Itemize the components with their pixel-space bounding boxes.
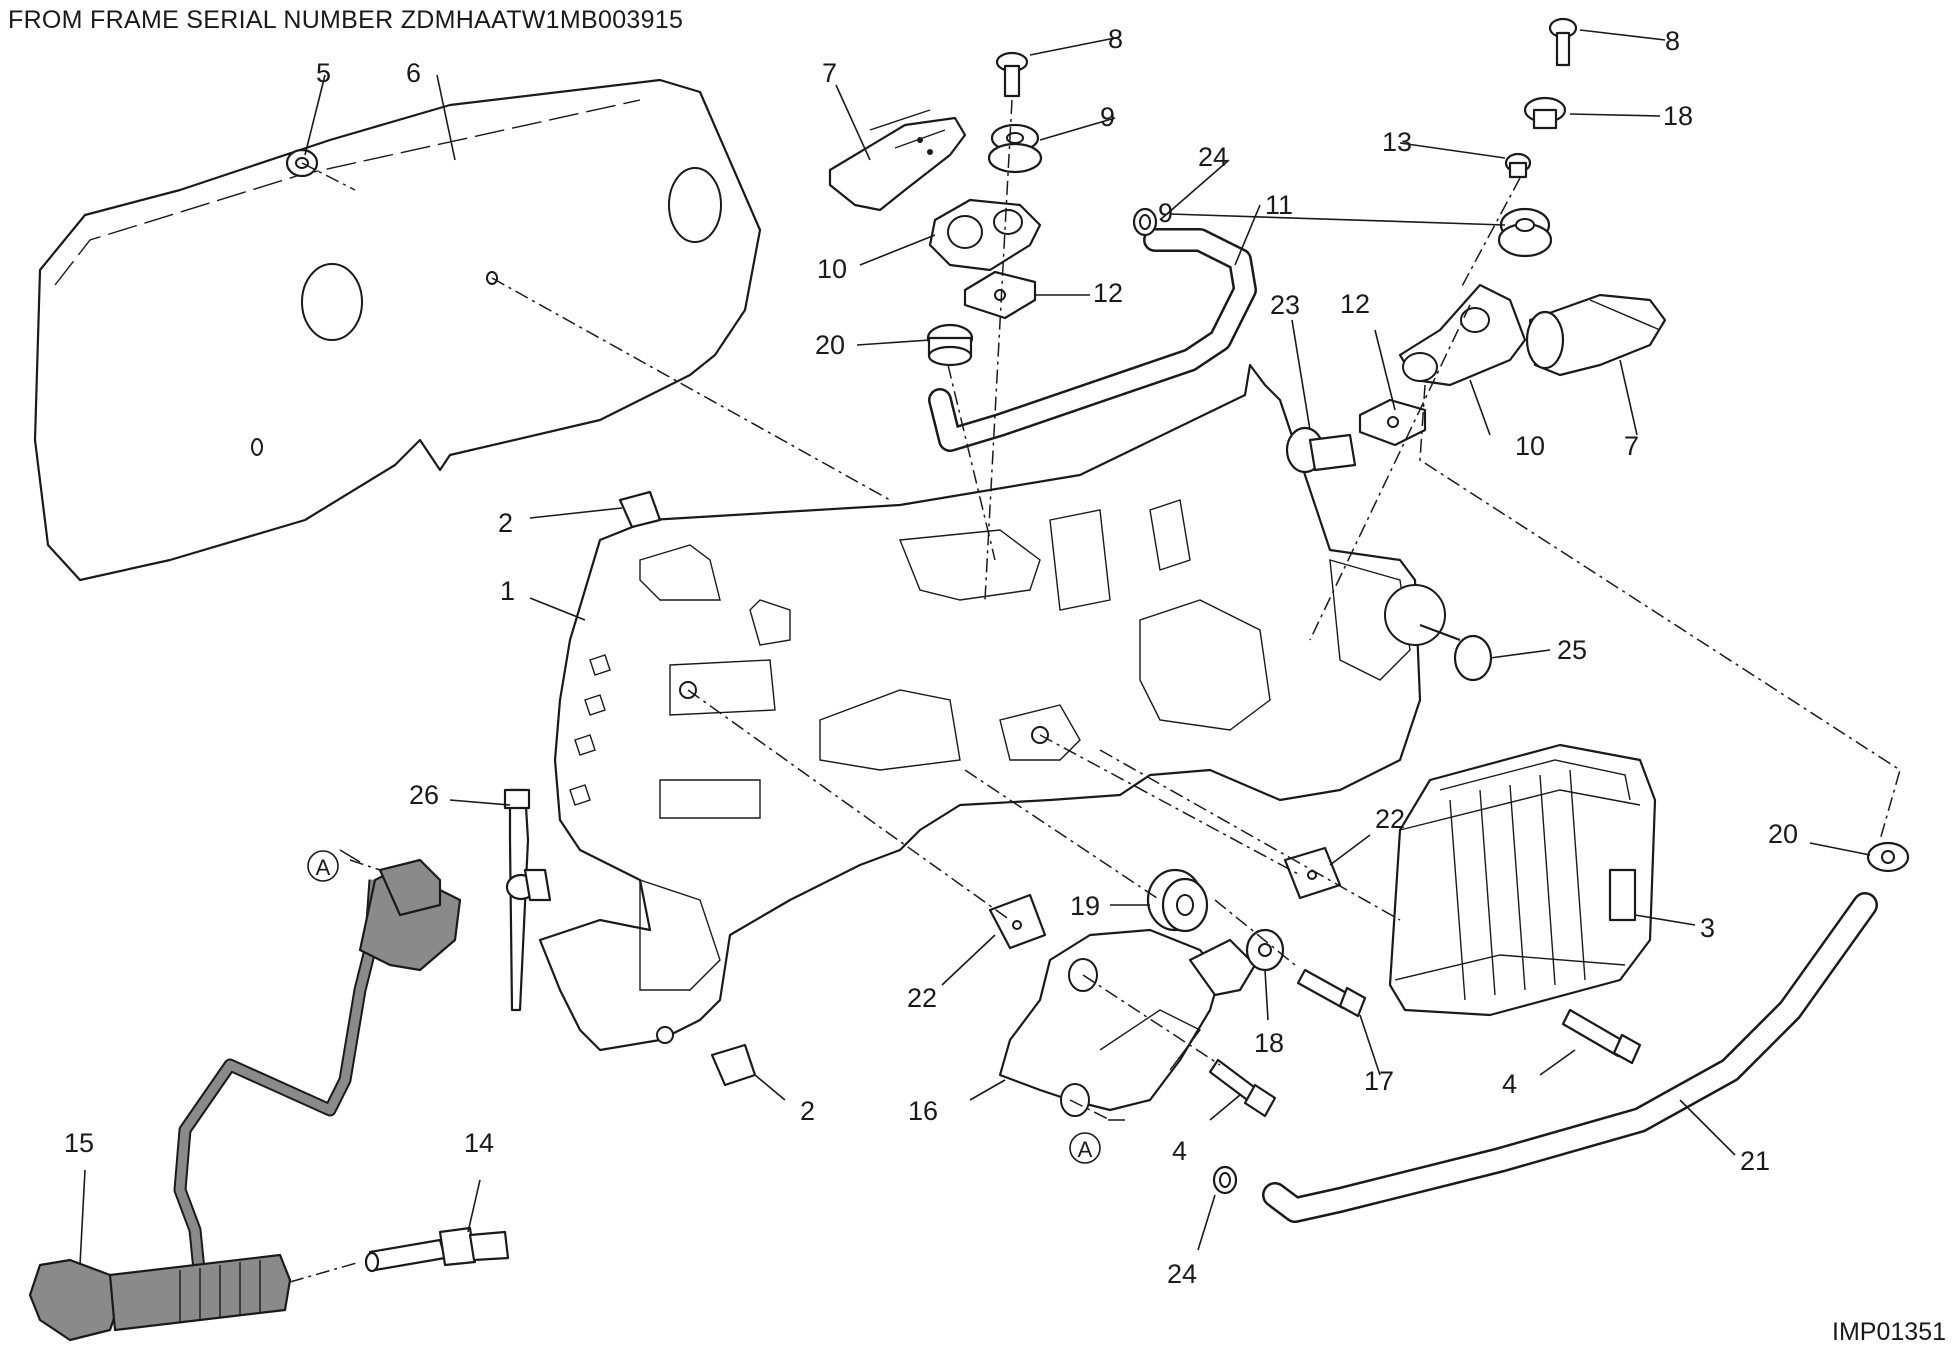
holder-bracket-left [928, 198, 1042, 272]
callout-12-left: 12 [1093, 278, 1123, 308]
clip-2-bottom [710, 1043, 757, 1087]
callout-24-bottom: 24 [1167, 1259, 1197, 1289]
cable-tie-26 [503, 788, 552, 1012]
callout-19: 19 [1070, 891, 1100, 921]
ecu-control-unit [1388, 743, 1657, 1017]
callout-22-left: 22 [907, 983, 937, 1013]
callout-1: 1 [500, 576, 515, 606]
svg-text:A: A [1078, 1137, 1093, 1162]
callout-18-bottom: 18 [1254, 1028, 1284, 1058]
diagram-title: FROM FRAME SERIAL NUMBER ZDMHAATW1MB0039… [8, 6, 684, 34]
callout-20-right: 20 [1768, 819, 1798, 849]
bolt-4-ecu [1561, 1008, 1642, 1065]
callout-2-bottom: 2 [800, 1096, 815, 1126]
clip-2-top [618, 490, 662, 529]
hose-clip-24-top [1132, 207, 1158, 237]
callout-2-top: 2 [498, 508, 513, 538]
reference-marker-a-top: A [307, 850, 339, 882]
callout-7-left: 7 [822, 58, 837, 88]
holder-bracket-right [1398, 283, 1527, 387]
callout-10-left: 10 [817, 254, 847, 284]
clamp-20-left [926, 323, 974, 367]
callout-24-top: 24 [1198, 142, 1228, 172]
callout-3: 3 [1700, 913, 1715, 943]
callout-15: 15 [64, 1128, 94, 1158]
bolt-17 [1296, 968, 1367, 1018]
hose-11 [928, 228, 1257, 452]
callout-10-right: 10 [1515, 431, 1545, 461]
svg-text:A: A [316, 855, 331, 880]
callout-26: 26 [409, 780, 439, 810]
bolt-4-bracket [1208, 1058, 1277, 1118]
callout-23: 23 [1270, 290, 1300, 320]
callout-7-right: 7 [1624, 431, 1639, 461]
heat-shield-panel [33, 78, 762, 582]
bushing-18-top [1523, 96, 1567, 130]
grommet-9-right [1497, 207, 1553, 258]
assembly-lines [289, 99, 1901, 1283]
callout-25: 25 [1557, 635, 1587, 665]
grommet-9-left [987, 123, 1043, 174]
clamp-20-right [1866, 841, 1910, 873]
leader-lines [79, 29, 1871, 1266]
reference-marker-a-bottom: A [1069, 1132, 1101, 1164]
spring-clip-22-center [988, 893, 1047, 950]
callout-21: 21 [1740, 1146, 1770, 1176]
connector-right [1525, 293, 1667, 377]
main-mounting-bracket [538, 363, 1446, 1052]
callout-16: 16 [908, 1096, 938, 1126]
spring-clip-22-right [1283, 846, 1342, 900]
callout-9-right: 9 [1158, 198, 1173, 228]
callout-5: 5 [316, 58, 331, 88]
callout-20-left: 20 [815, 330, 845, 360]
callout-12-right: 12 [1340, 289, 1370, 319]
callout-13: 13 [1382, 127, 1412, 157]
callout-4-right: 4 [1502, 1069, 1517, 1099]
hose-21 [1262, 892, 1878, 1223]
grommet-19 [1146, 868, 1209, 933]
callout-4-left: 4 [1172, 1136, 1187, 1166]
spring-clip-12-right [1358, 398, 1427, 447]
screw-8-right [1548, 17, 1578, 67]
callout-6: 6 [406, 58, 421, 88]
sensor-bracket [998, 928, 1257, 1117]
connector-left [828, 109, 967, 212]
spring-clip-12-left [963, 270, 1037, 320]
hose-clip-24-bottom [1212, 1165, 1238, 1195]
callout-9-left: 9 [1100, 102, 1115, 132]
push-pin-23 [1285, 426, 1357, 474]
callout-11: 11 [1265, 190, 1293, 220]
bushing-18-bottom [1245, 928, 1285, 972]
spacer-13 [1504, 152, 1532, 179]
lambda-sensor-14 [364, 1226, 510, 1273]
callout-18-top: 18 [1663, 101, 1693, 131]
callout-8-right: 8 [1665, 26, 1680, 56]
screw-8-left [995, 51, 1029, 98]
callout-22-right: 22 [1375, 804, 1405, 834]
callout-17: 17 [1364, 1066, 1394, 1096]
document-code: IMP01351 [1832, 1318, 1946, 1346]
lambda-cable-15 [28, 858, 462, 1342]
callout-numbers: 8 8 9 9 18 18 13 24 24 11 7 7 10 10 12 1… [64, 24, 1798, 1289]
callout-14: 14 [464, 1128, 494, 1158]
callout-8-left: 8 [1108, 24, 1123, 54]
